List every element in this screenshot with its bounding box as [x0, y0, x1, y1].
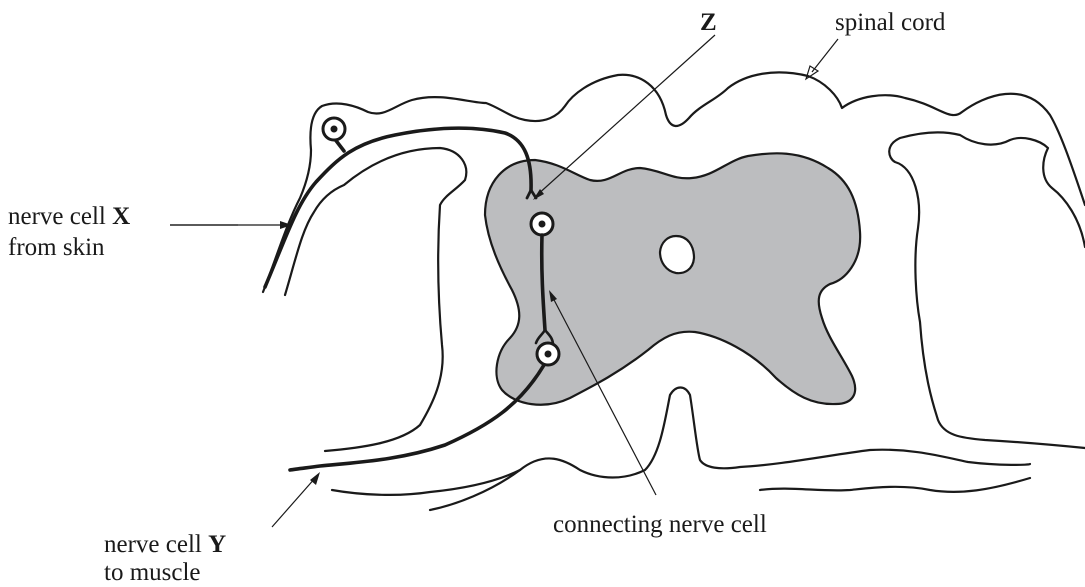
label-nerve-cell-x: nerve cell X	[8, 203, 130, 230]
connecting-nerve-cell-nucleus	[539, 221, 546, 228]
spinal-cord-outline-bottom	[332, 470, 520, 495]
label-connecting-nerve-cell: connecting nerve cell	[553, 511, 767, 538]
central-canal	[660, 236, 694, 273]
label-from-skin: from skin	[8, 234, 105, 261]
spinal-cord-outline-bottom-right	[760, 478, 1030, 492]
label-nerve-cell-y-letter: Y	[208, 531, 226, 558]
nerve-cell-y-nucleus	[545, 351, 552, 358]
dorsal-root-inner-outline	[285, 148, 466, 451]
label-z: Z	[700, 9, 717, 36]
pointer-spinal-cord	[812, 39, 838, 72]
label-nerve-cell-y: nerve cell Y	[104, 531, 226, 558]
pointer-nerve-cell-y	[272, 477, 316, 527]
white-matter-right-outline	[889, 132, 1085, 448]
label-to-muscle: to muscle	[104, 559, 201, 586]
nerve-cell-x-nucleus	[331, 126, 338, 133]
label-nerve-cell-x-letter: X	[112, 203, 130, 230]
label-nerve-cell-x-prefix: nerve cell	[8, 203, 112, 230]
label-spinal-cord: spinal cord	[835, 9, 946, 36]
label-nerve-cell-y-prefix: nerve cell	[104, 531, 208, 558]
pointer-nerve-cell-y-head	[310, 472, 320, 485]
